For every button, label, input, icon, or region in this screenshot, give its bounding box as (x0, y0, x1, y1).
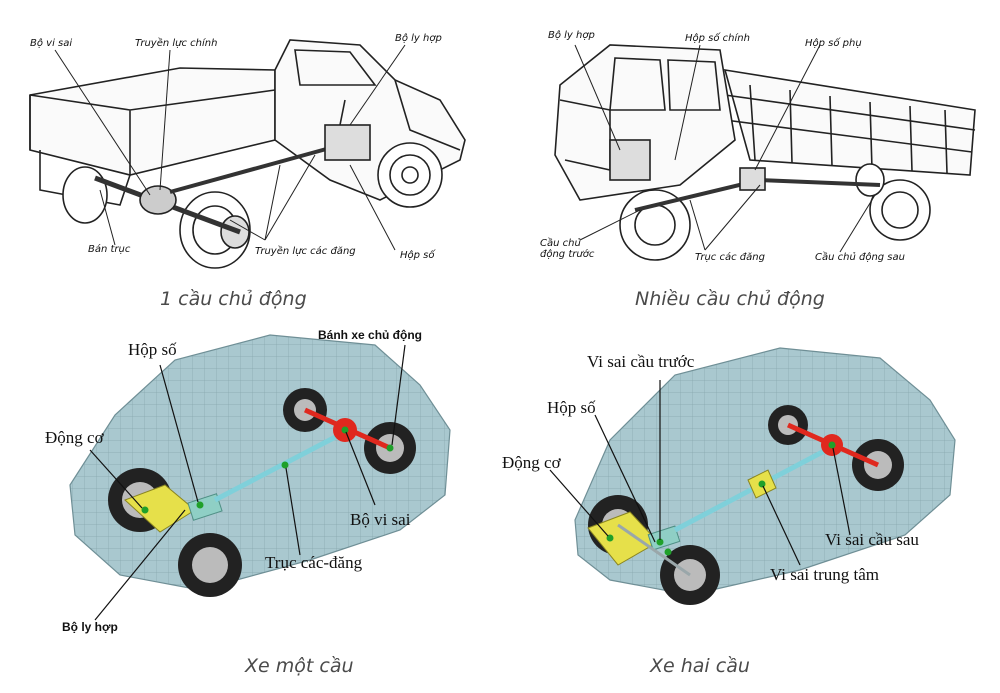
label-hop-so-phu: Hộp số phụ (805, 38, 862, 49)
label-banh-xe-chu-dong: Bánh xe chủ động (318, 328, 423, 342)
label-bo-vi-sai: Bộ vi sai (30, 38, 73, 49)
label-truc-cac-dang: Trục các-đăng (265, 553, 363, 572)
label-hop-so: Hộp số (547, 398, 596, 417)
label-hop-so-chinh: Hộp số chính (685, 33, 750, 44)
caption-xe-hai-cau: Xe hai cầu (650, 655, 750, 677)
truck-single-axle-panel: Bộ vi sai Truyền lực chính Bộ ly hợp Bán… (0, 0, 500, 320)
label-truyen-luc-chinh: Truyền lực chính (135, 38, 218, 49)
caption-1-cau-chu-dong: 1 cầu chủ động (160, 288, 307, 310)
label-hop-so: Hộp số (128, 340, 177, 359)
label-vi-sai-cau-sau: Vi sai cầu sau (825, 530, 919, 549)
truck-single-axle-drawing (29, 39, 466, 269)
label-cau-chu-dong-truoc: Cầu chủ động trước (540, 238, 595, 260)
label-vi-sai-trung-tam: Vi sai trung tâm (770, 565, 879, 584)
car-two-axle-drawing (549, 347, 956, 605)
car-one-axle-panel: Hộp số Bánh xe chủ động Động cơ Bộ vi sa… (0, 320, 500, 693)
label-ban-truc: Bán trục (88, 244, 131, 255)
label-bo-ly-hop: Bộ ly hợp (548, 30, 595, 41)
label-vi-sai-cau-truoc: Vi sai cầu trước (587, 352, 695, 371)
truck-multi-axle-drawing (554, 44, 976, 261)
label-dong-co: Động cơ (502, 453, 561, 472)
label-bo-ly-hop: Bộ ly hợp (62, 620, 118, 634)
caption-xe-mot-cau: Xe một cầu (245, 655, 354, 677)
truck-multi-axle-panel: Bộ ly hợp Hộp số chính Hộp số phụ Cầu ch… (500, 0, 1000, 320)
car-one-axle-drawing (69, 334, 451, 621)
label-dong-co: Động cơ (45, 428, 104, 447)
label-bo-ly-hop: Bộ ly hợp (395, 33, 442, 44)
label-hop-so: Hộp số (400, 250, 435, 261)
label-cau-chu-dong-sau: Cầu chủ động sau (815, 252, 905, 263)
label-truyen-luc-cac-dang: Truyền lực các đăng (255, 246, 356, 257)
label-bo-vi-sai: Bộ vi sai (350, 510, 411, 529)
label-truc-cac-dang: Trục các đăng (695, 252, 765, 263)
caption-nhieu-cau-chu-dong: Nhiều cầu chủ động (635, 288, 825, 310)
car-two-axle-panel: Vi sai cầu trước Hộp số Động cơ Vi sai c… (500, 320, 1000, 693)
